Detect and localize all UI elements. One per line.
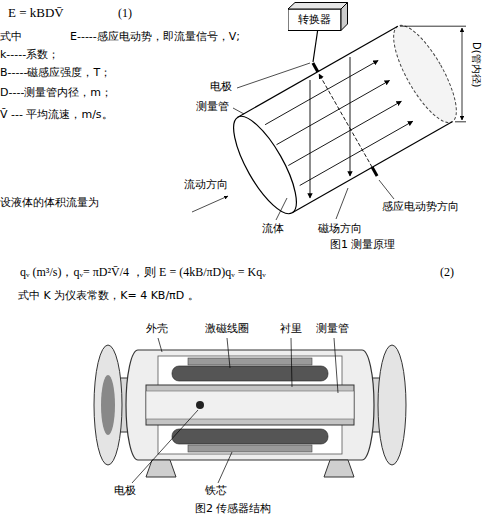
leader-line [237, 63, 310, 88]
dimension-line [400, 26, 466, 27]
flange [94, 345, 406, 465]
leader-line [276, 198, 287, 220]
dimension-line [455, 121, 466, 122]
equation-number: (2) [440, 265, 454, 279]
dimension-line [462, 28, 463, 120]
leader-line [218, 452, 232, 483]
leader-line [227, 338, 230, 368]
magnetic-field-arrow [350, 57, 351, 176]
emf-arrow [319, 74, 372, 167]
leader-line [334, 338, 338, 393]
flow-line [288, 101, 401, 165]
housing [126, 350, 374, 460]
measuring-tube [382, 17, 468, 130]
dimension-label: D(管内径) [470, 42, 482, 88]
part-label: 铁芯 [205, 484, 227, 497]
part-label: 磁场方向 [318, 222, 362, 235]
part-label: 流动方向 [184, 178, 228, 191]
part-label: 电极 [210, 80, 232, 93]
measuring-tube [238, 26, 398, 117]
flow-line [300, 121, 413, 185]
electrode [313, 63, 318, 72]
leader-line [192, 196, 228, 212]
body-text: 式中 K 为仪表常数，K= 4 KB/πD 。 [18, 289, 199, 302]
part-label: 感应电动势方向 [382, 200, 459, 213]
flow-line [265, 61, 378, 125]
part-label: 外壳 [146, 322, 168, 335]
leader-line [291, 338, 292, 387]
magnetic-field-arrow [310, 80, 311, 198]
dimension-line [400, 26, 466, 122]
leader-line [379, 180, 394, 199]
lining-tube [146, 391, 354, 419]
iron-core [188, 358, 312, 365]
part-label: 电极 [114, 484, 136, 497]
leader-line [132, 338, 338, 483]
part-label: 衬里 [280, 322, 302, 335]
part-label: 测量管 [196, 100, 229, 113]
figure-caption: 图1 测量原理 [330, 238, 396, 251]
figure-caption: 图2 传感器结构 [195, 502, 272, 515]
converter-box: 转换器 [288, 2, 348, 31]
leader-line [192, 63, 394, 220]
electrode [313, 63, 377, 176]
converter-face [288, 3, 348, 10]
body-text: 设液体的体积流量为 [0, 196, 99, 209]
symbol-definition: D----测量管内径，m； [0, 86, 112, 99]
flow-line [277, 81, 390, 145]
lining-tube [146, 385, 354, 425]
excitation-coil [172, 429, 328, 444]
equation-number: (1) [118, 6, 132, 20]
flow-line [265, 61, 413, 186]
leader-line [336, 188, 348, 219]
symbol-definition: B-----磁感应强度，T； [0, 66, 111, 79]
leader-line [158, 338, 162, 352]
magnetic-field-arrow [310, 57, 350, 198]
part-label: 激磁线圈 [205, 322, 249, 335]
part-label: 流体 [262, 222, 284, 235]
formula: E = kBDV̄ [8, 5, 64, 21]
measuring-tube [222, 108, 308, 221]
signal-cable [313, 28, 318, 62]
symbol-definition: V̄ --- 平均流速，m/s。 [0, 108, 113, 121]
support-foot [324, 460, 354, 477]
note-text: 式中 [0, 30, 22, 43]
part-label: 测量管 [316, 322, 349, 335]
excitation-coil [172, 366, 328, 381]
symbol-definition: E-----感应电动势，即流量信号，V; [70, 30, 240, 43]
flange [94, 345, 122, 465]
measuring-tube [222, 17, 468, 221]
converter-label: 转换器 [298, 13, 348, 26]
electrode [372, 167, 377, 176]
iron-core [188, 445, 312, 452]
flange [101, 375, 115, 435]
electrode [196, 401, 204, 409]
formula: qᵥ (m³/s)，qᵥ= πD²V̄/4 ，则 E = (4kB/πD)qᵥ … [20, 265, 266, 279]
leader-line [233, 108, 244, 114]
support-foot [146, 460, 354, 477]
leader-line [132, 410, 198, 483]
flange [378, 345, 406, 465]
symbol-definition: k-----系数； [0, 48, 59, 61]
converter-face [341, 3, 348, 31]
lining-tube [146, 385, 354, 425]
